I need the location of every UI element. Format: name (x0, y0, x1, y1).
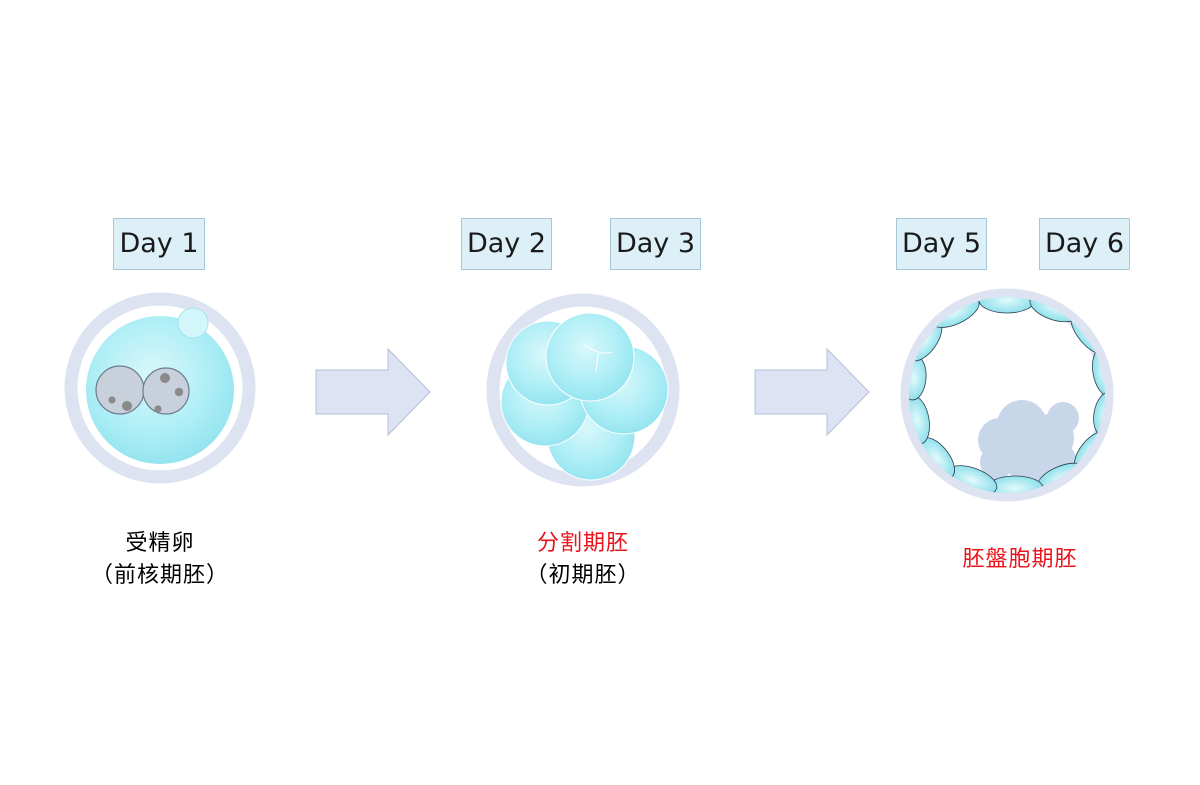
caption-zygote-line2: （前核期胚） (90, 563, 229, 588)
caption-cleavage: 分割期胚 （初期胚） (483, 528, 683, 592)
arrow-right-icon (754, 347, 870, 437)
caption-zygote: 受精卵 （前核期胚） (60, 528, 260, 592)
caption-cleavage-line1: 分割期胚 (536, 531, 629, 556)
zygote-illustration (64, 292, 256, 484)
day-label-day1: Day 1 (113, 218, 205, 270)
inner-cell-mass (978, 400, 1079, 482)
cleavage-embryo-illustration (486, 293, 680, 487)
day-label-day3: Day 3 (610, 218, 701, 270)
caption-zygote-line1: 受精卵 (125, 531, 195, 556)
caption-cleavage-line2: （初期胚） (525, 563, 641, 588)
day-label-day5: Day 5 (896, 218, 987, 270)
pronucleus-left (95, 365, 145, 415)
blastocyst-illustration (900, 288, 1114, 502)
arrow-right-icon (315, 347, 431, 437)
day-label-day2: Day 2 (461, 218, 552, 270)
day-label-day6: Day 6 (1039, 218, 1130, 270)
caption-blastocyst: 胚盤胞期胚 (910, 544, 1130, 576)
pronucleus-right (142, 367, 190, 415)
caption-blastocyst-line1: 胚盤胞期胚 (962, 547, 1078, 572)
